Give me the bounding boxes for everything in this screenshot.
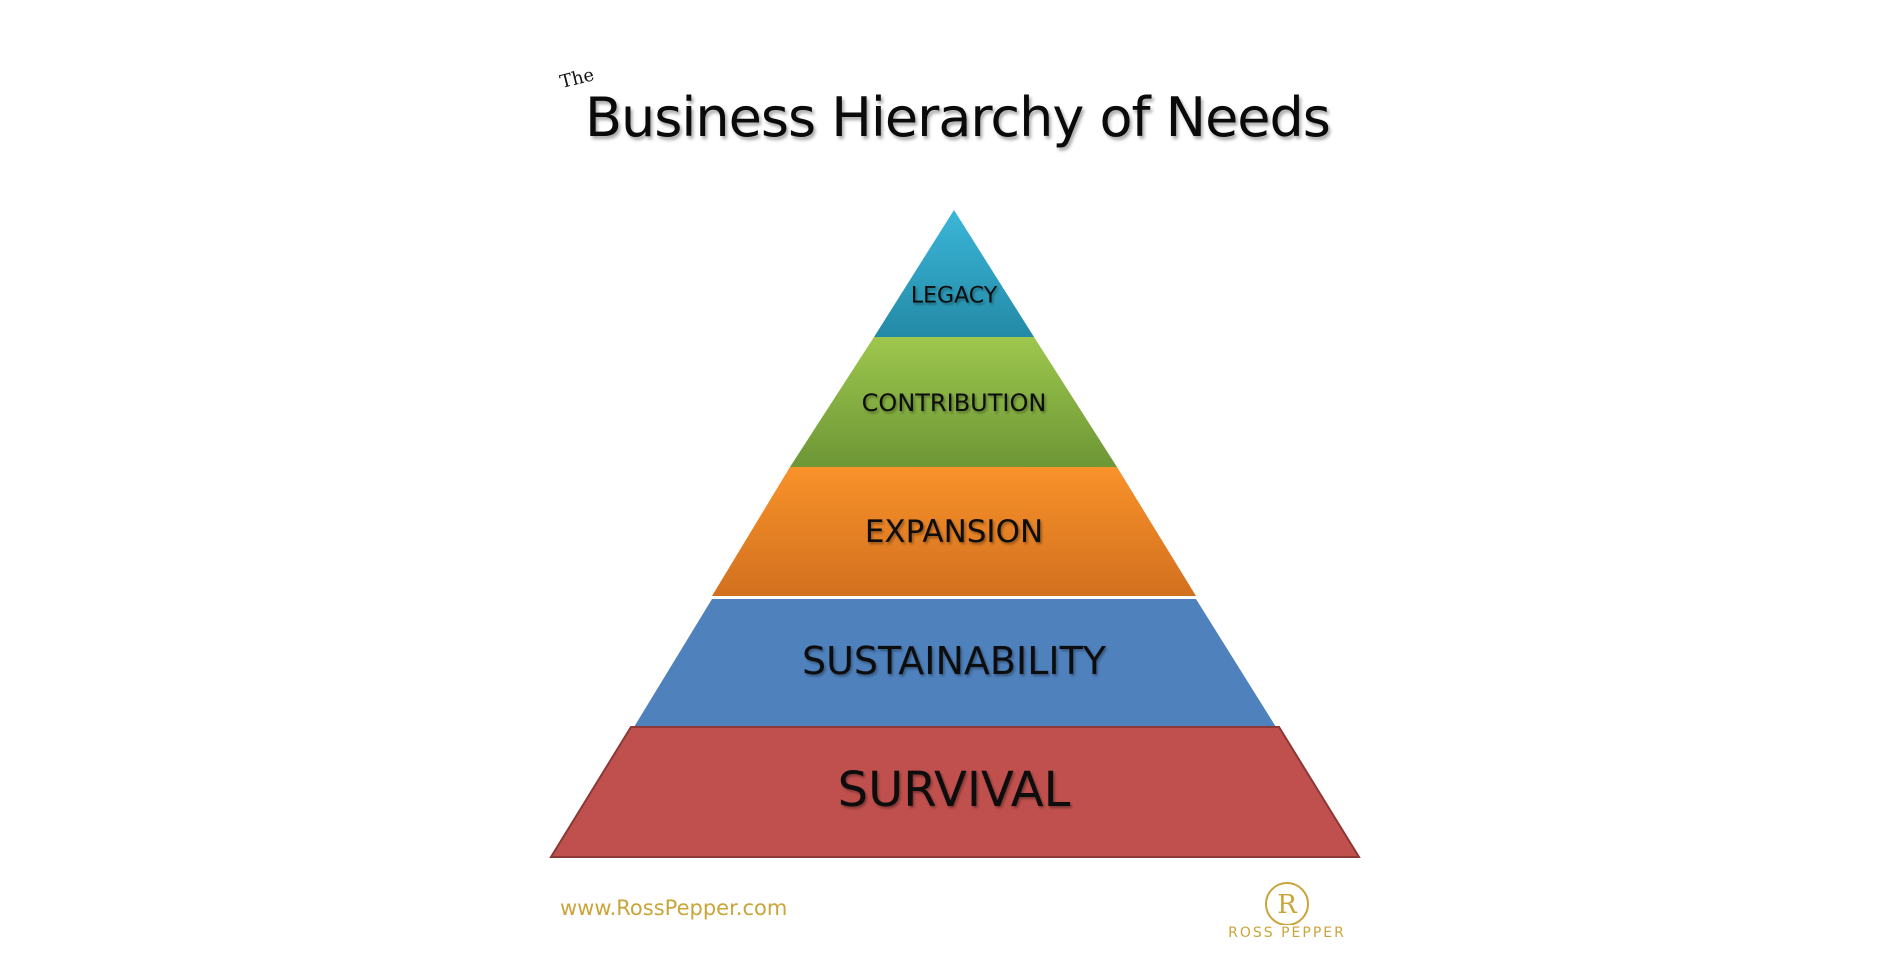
brand-logo: R ROSS PEPPER <box>1222 873 1352 945</box>
logo-name: ROSS PEPPER <box>1228 925 1346 941</box>
pyramid-level-contribution <box>790 337 1117 467</box>
logo-letter: R <box>1277 890 1298 920</box>
pyramid-label-expansion: EXPANSION <box>865 514 1043 550</box>
pyramid-level-survival <box>549 726 1361 858</box>
page-title: Business Hierarchy of Needs <box>585 86 1331 149</box>
website-link[interactable]: www.RossPepper.com <box>560 896 788 920</box>
r-monogram-icon: R <box>1265 882 1309 926</box>
pyramid-level-sustainability <box>634 599 1276 727</box>
pyramid-level-expansion <box>712 467 1196 596</box>
pyramid-level-legacy <box>874 210 1034 337</box>
pyramid-label-legacy: LEGACY <box>911 284 998 309</box>
pyramid-label-contribution: CONTRIBUTION <box>862 389 1047 417</box>
pyramid-label-sustainability: SUSTAINABILITY <box>802 639 1107 683</box>
pyramid-label-survival: SURVIVAL <box>838 762 1071 818</box>
